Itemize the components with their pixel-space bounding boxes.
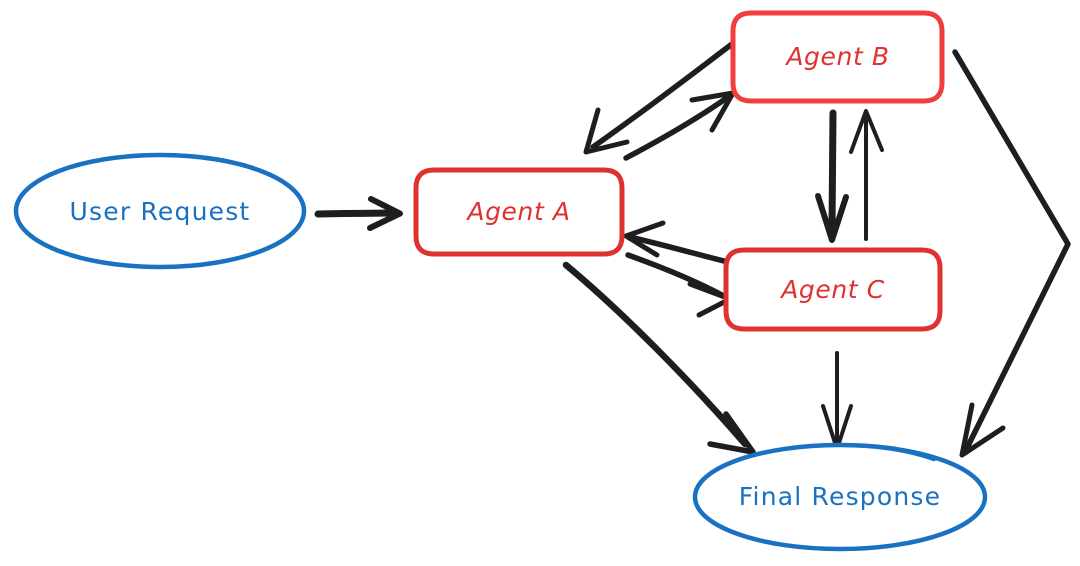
edge-agent-a-to-final-response[interactable] <box>562 261 756 455</box>
edge-agent-b-to-final-response[interactable] <box>952 49 1071 458</box>
node-label-agent-c: Agent C <box>779 275 885 304</box>
node-user-request[interactable]: User Request <box>13 152 307 270</box>
node-agent-b[interactable]: Agent B <box>730 10 945 104</box>
edge-agent-b-to-agent-c[interactable] <box>815 109 849 243</box>
node-label-final-response: Final Response <box>739 482 941 511</box>
edge-user-request-to-agent-a[interactable] <box>314 196 403 231</box>
node-final-response[interactable]: Final Response <box>692 442 988 552</box>
node-label-user-request: User Request <box>70 197 251 226</box>
node-agent-a[interactable]: Agent A <box>413 167 625 257</box>
edge-agent-a-to-agent-b[interactable] <box>623 90 736 161</box>
node-label-agent-a: Agent A <box>465 197 570 226</box>
edge-agent-b-to-agent-a[interactable] <box>583 38 739 155</box>
node-agent-c[interactable]: Agent C <box>723 247 943 332</box>
edge-agent-a-to-agent-c[interactable] <box>625 252 733 318</box>
node-label-agent-b: Agent B <box>784 42 889 71</box>
edge-agent-c-to-agent-b[interactable] <box>849 109 884 241</box>
edge-agent-c-to-agent-a[interactable] <box>623 220 731 265</box>
edge-agent-c-to-final-response[interactable] <box>821 351 853 451</box>
